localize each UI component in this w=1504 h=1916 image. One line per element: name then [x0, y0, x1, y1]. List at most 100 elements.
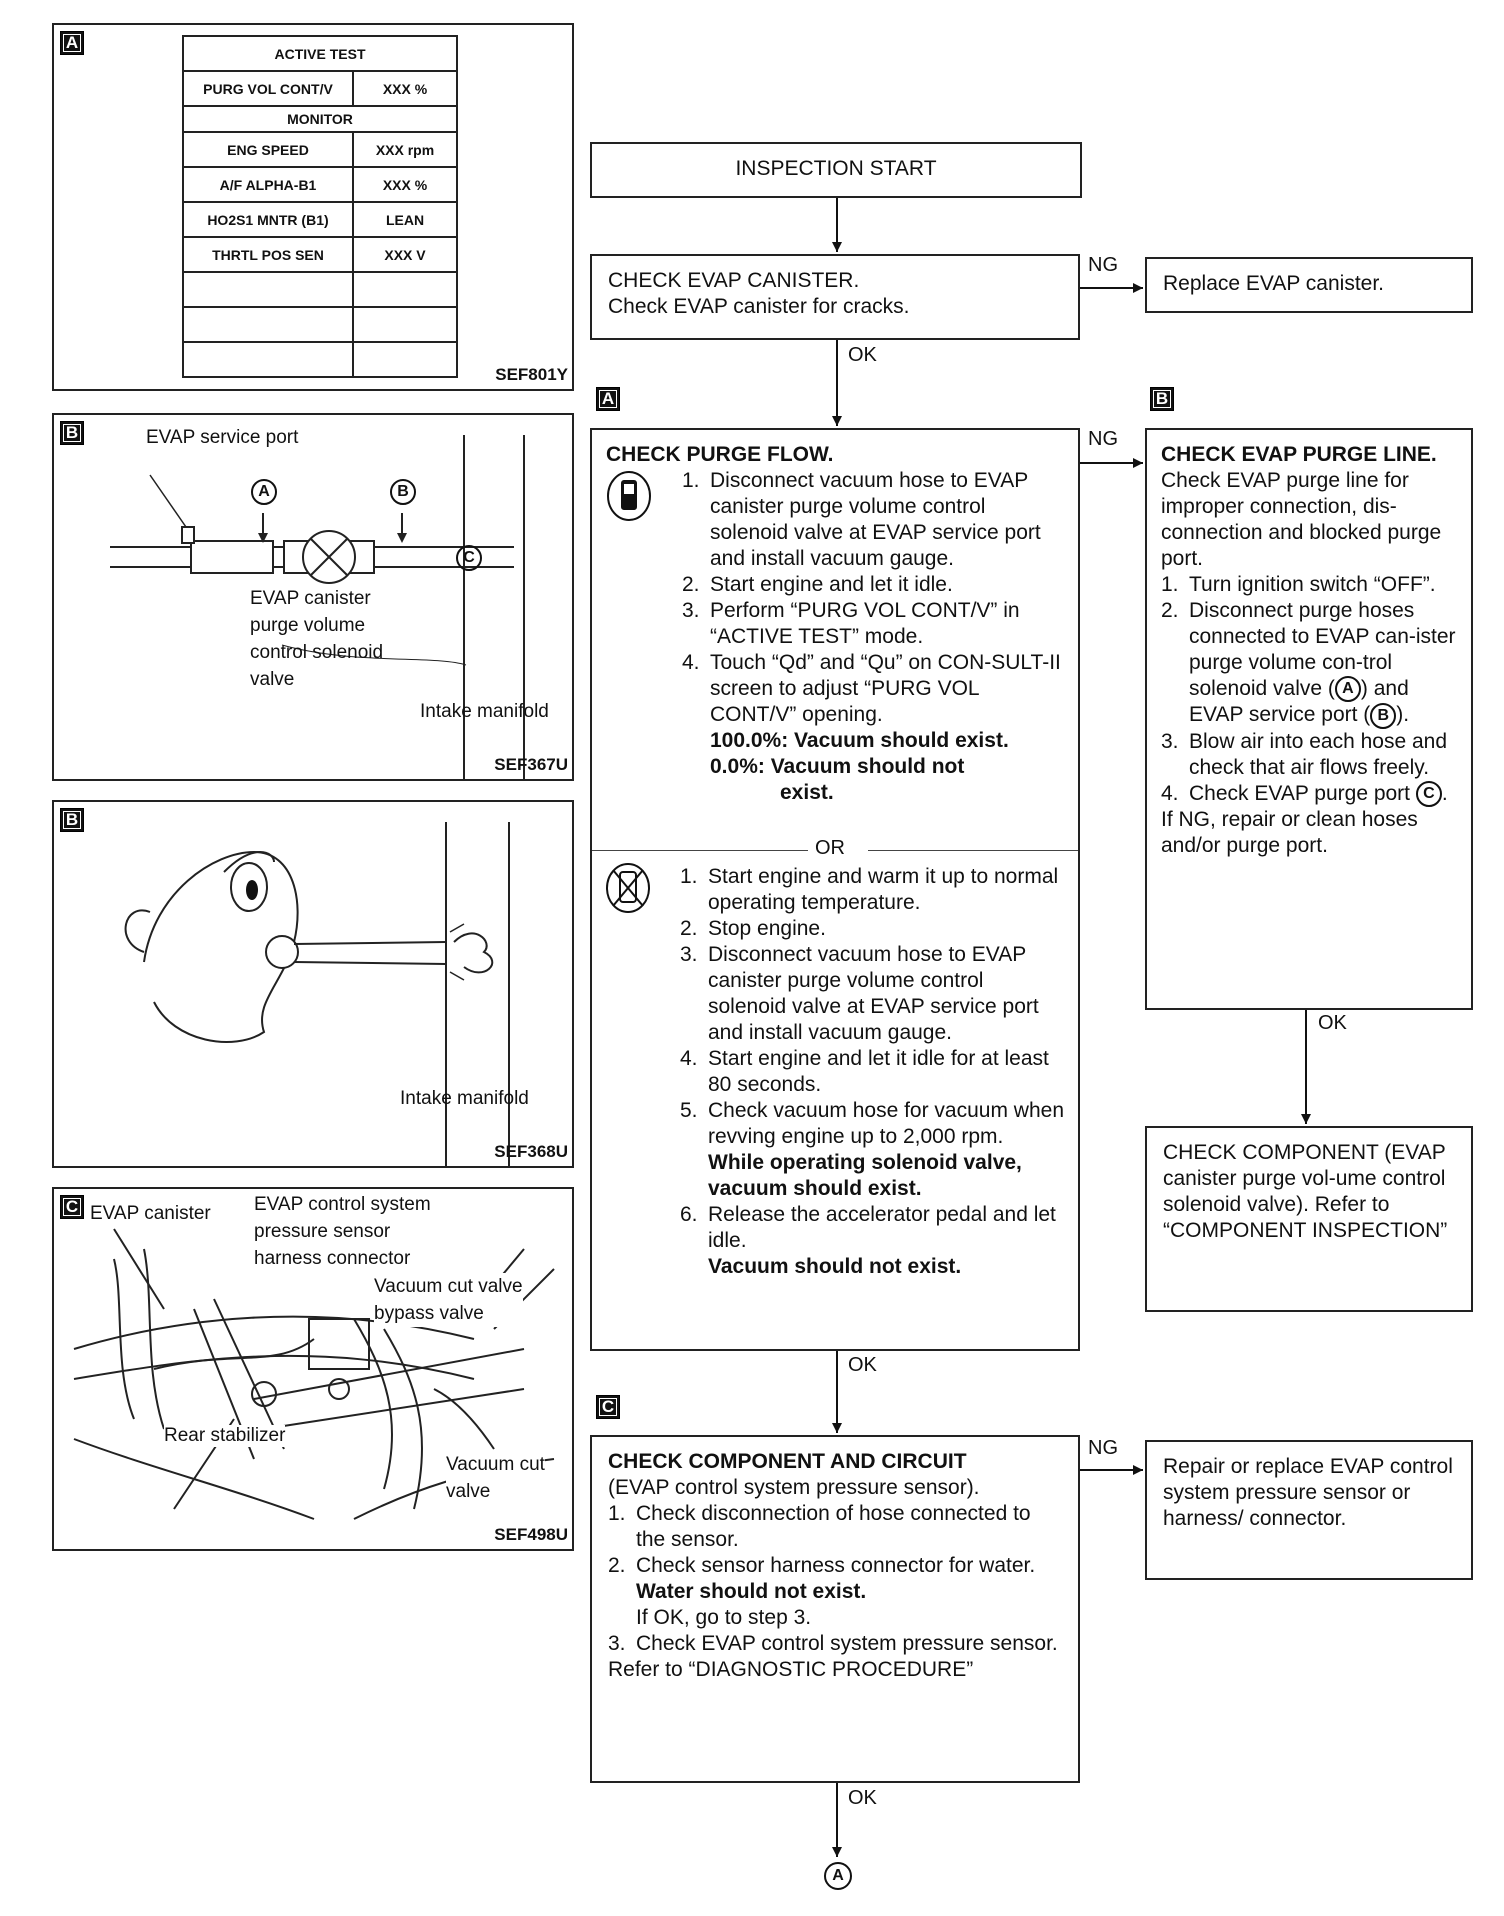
- label-pressure-sensor-connector: EVAP control system pressure sensor harn…: [254, 1191, 431, 1272]
- no-consult-icon: [606, 863, 650, 913]
- active-test-value: XXX %: [352, 70, 458, 107]
- ng-note: If NG, repair or clean hoses and/or purg…: [1161, 808, 1418, 858]
- step-tag-a: A: [596, 387, 620, 411]
- ok-label: OK: [848, 1354, 877, 1376]
- panel-purge-line-diagram: B EVAP service port A B C EVAP canister …: [52, 413, 574, 781]
- mark-c: C: [456, 545, 482, 571]
- panel-component-location: C EVAP canister EVAP control: [52, 1187, 574, 1551]
- step-item: 2.Disconnect purge hoses connected to EV…: [1161, 598, 1457, 729]
- circuit-steps: 1.Check disconnection of hose connected …: [608, 1501, 1062, 1657]
- monitor-empty-cell: [182, 271, 354, 308]
- check-purge-line-box: CHECK EVAP PURGE LINE. Check EVAP purge …: [1145, 428, 1473, 1010]
- intake-manifold-label: Intake manifold: [420, 701, 549, 722]
- blow-air-drawing: [124, 822, 510, 1166]
- check-evap-canister-box: CHECK EVAP CANISTER. Check EVAP canister…: [590, 254, 1080, 340]
- active-test-item: PURG VOL CONT/V: [182, 70, 354, 107]
- step-item: 4.Touch “Qd” and “Qu” on CON-SULT-II scr…: [682, 651, 1061, 804]
- monitor-empty-cell: [182, 341, 354, 378]
- box-intro: Check EVAP purge line for improper conne…: [1161, 469, 1442, 570]
- panel-tag-a: A: [60, 31, 84, 55]
- check-component-box: CHECK COMPONENT (EVAP canister purge vol…: [1145, 1126, 1473, 1312]
- box-title: CHECK EVAP PURGE LINE.: [1161, 443, 1437, 466]
- label-evap-canister: EVAP canister: [90, 1203, 211, 1225]
- monitor-item: THRTL POS SEN: [182, 236, 354, 273]
- label-vacuum-cut-bypass: Vacuum cut valve bypass valve: [374, 1273, 523, 1327]
- panel-blow-air: B Intake manifold SEF368U: [52, 800, 574, 1168]
- or-divider: [592, 850, 808, 851]
- step-item: 3.Perform “PURG VOL CONT/V” in “ACTIVE T…: [682, 599, 1020, 648]
- step-item: 6.Release the accelerator pedal and let …: [680, 1202, 1066, 1280]
- figure-code: SEF801Y: [495, 365, 568, 384]
- active-test-table: ACTIVE TEST PURG VOL CONT/V XXX % MONITO…: [182, 35, 458, 378]
- step-item: 1.Start engine and warm it up to normal …: [680, 865, 1059, 914]
- step-item: 4.Start engine and let it idle for at le…: [680, 1047, 1049, 1096]
- monitor-value: XXX rpm: [352, 131, 458, 168]
- result-text: 0.0%: Vacuum should not: [710, 755, 965, 778]
- step-item: 2.Stop engine.: [680, 917, 826, 940]
- panel-consult-screen: A ACTIVE TEST PURG VOL CONT/V XXX % MONI…: [52, 23, 574, 391]
- result-text: 100.0%: Vacuum should exist.: [710, 729, 1009, 752]
- check-component-circuit-box: CHECK COMPONENT AND CIRCUIT (EVAP contro…: [590, 1435, 1080, 1783]
- step-tag-c: C: [596, 1395, 620, 1419]
- step-item: 1.Check disconnection of hose connected …: [608, 1502, 1031, 1551]
- box-title: CHECK COMPONENT AND CIRCUIT: [608, 1450, 967, 1473]
- box-body: Check EVAP canister for cracks.: [608, 295, 910, 318]
- label-vacuum-cut-valve: Vacuum cut valve: [446, 1451, 545, 1505]
- monitor-empty-cell: [352, 341, 458, 378]
- inspection-start-box: INSPECTION START: [590, 142, 1082, 198]
- ng-label: NG: [1088, 1437, 1118, 1459]
- step-item: 3.Blow air into each hose and check that…: [1161, 729, 1447, 779]
- result-text: While operating solenoid valve, vacuum s…: [708, 1151, 1022, 1200]
- box-title: CHECK PURGE FLOW.: [606, 443, 834, 466]
- monitor-empty-cell: [182, 306, 354, 343]
- step-item: 1.Turn ignition switch “OFF”.: [1161, 573, 1436, 596]
- valve-label: EVAP canister purge volume control solen…: [250, 588, 384, 690]
- monitor-empty-cell: [352, 271, 458, 308]
- figure-code: SEF368U: [494, 1142, 568, 1161]
- step-tag-b: B: [1150, 387, 1174, 411]
- or-label: OR: [815, 837, 845, 859]
- continue-marker-a: A: [824, 1862, 852, 1890]
- ok-label: OK: [848, 1787, 877, 1809]
- active-test-header: ACTIVE TEST: [182, 35, 458, 72]
- panel-tag-b: B: [60, 808, 84, 832]
- purge-line-steps: 1.Turn ignition switch “OFF”. 2.Disconne…: [1161, 572, 1457, 808]
- box-subtitle: (EVAP control system pressure sensor).: [608, 1476, 980, 1499]
- consult-icon: [607, 471, 651, 521]
- figure-code: SEF367U: [494, 755, 568, 774]
- step-item: 1.Disconnect vacuum hose to EVAP caniste…: [682, 469, 1041, 570]
- replace-canister-box: Replace EVAP canister.: [1145, 257, 1473, 313]
- step-item: 5.Check vacuum hose for vacuum when revv…: [680, 1099, 1065, 1200]
- repair-replace-box: Repair or replace EVAP control system pr…: [1145, 1440, 1473, 1580]
- ng-label: NG: [1088, 428, 1118, 450]
- box-title: CHECK EVAP CANISTER.: [608, 269, 860, 292]
- monitor-item: HO2S1 MNTR (B1): [182, 201, 354, 238]
- monitor-header: MONITOR: [182, 105, 458, 133]
- ok-label: OK: [848, 344, 877, 366]
- step-item: 3.Check EVAP control system pressure sen…: [608, 1632, 1058, 1655]
- result-text: exist.: [780, 781, 834, 804]
- mark-b: B: [390, 479, 416, 505]
- step-item: 2.Check sensor harness connector for wat…: [608, 1553, 1062, 1631]
- monitor-value: XXX V: [352, 236, 458, 273]
- step-note: If OK, go to step 3.: [636, 1606, 812, 1629]
- monitor-empty-cell: [352, 306, 458, 343]
- result-text: Water should not exist.: [636, 1580, 867, 1603]
- mark-a: A: [251, 479, 277, 505]
- intake-manifold-label: Intake manifold: [400, 1088, 529, 1109]
- check-purge-flow-box: CHECK PURGE FLOW. 1.Disconnect vacuum ho…: [590, 428, 1080, 1351]
- figure-code: SEF498U: [494, 1525, 568, 1545]
- or-divider: [868, 850, 1078, 851]
- step-item: 3.Disconnect vacuum hose to EVAP caniste…: [680, 943, 1039, 1044]
- without-consult-steps: 1.Start engine and warm it up to normal …: [680, 864, 1066, 1280]
- result-text: Vacuum should not exist.: [708, 1255, 962, 1278]
- step-item: 2.Start engine and let it idle.: [682, 573, 953, 596]
- monitor-item: A/F ALPHA-B1: [182, 166, 354, 203]
- ok-label: OK: [1318, 1012, 1347, 1034]
- monitor-item: ENG SPEED: [182, 131, 354, 168]
- panel-tag-b: B: [60, 421, 84, 445]
- ng-label: NG: [1088, 254, 1118, 276]
- label-rear-stabilizer: Rear stabilizer: [164, 1425, 286, 1447]
- step-item: 4.Check EVAP purge port C.: [1161, 781, 1457, 808]
- panel-tag-c: C: [60, 1195, 84, 1219]
